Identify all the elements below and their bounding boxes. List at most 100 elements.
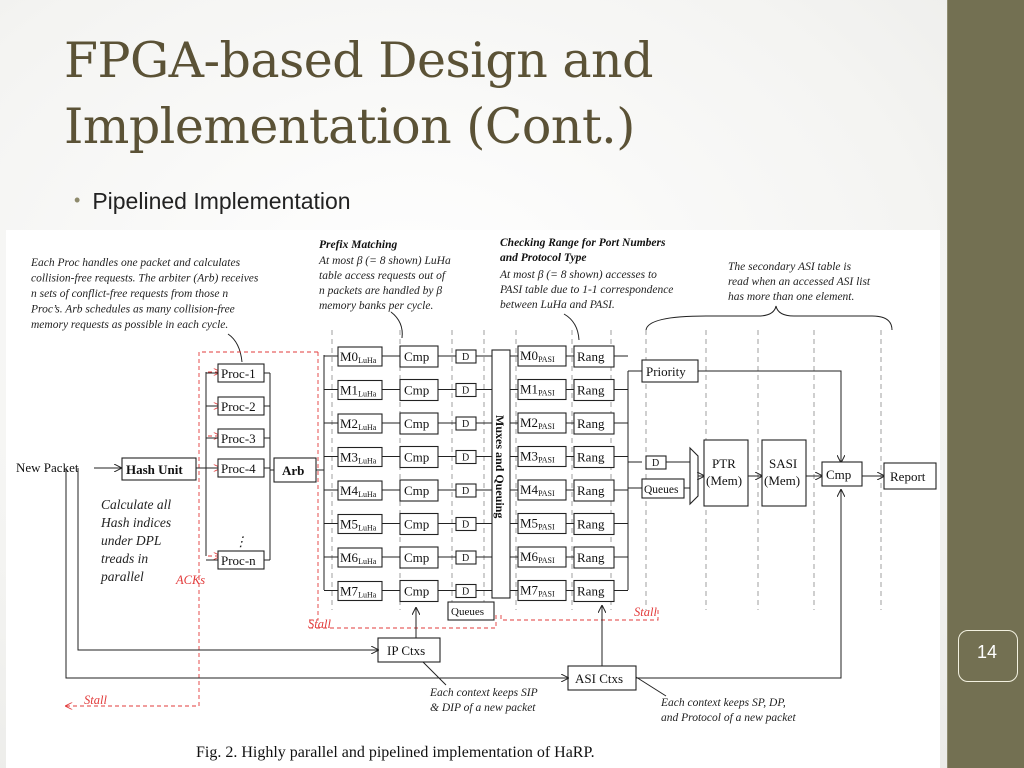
prefix-note-line: n packets are handled by β — [319, 285, 442, 297]
d-register-label: D — [462, 419, 469, 430]
cmp-label: Cmp — [404, 349, 429, 364]
harp-figure: Each Proc handles one packet and calcula… — [6, 230, 940, 768]
cmp-label: Cmp — [404, 550, 429, 565]
range-note-line: PASI table due to 1-1 correspondence — [499, 284, 673, 296]
rang-label: Rang — [577, 450, 605, 465]
ipctx-leader — [420, 659, 447, 686]
arb-box — [273, 457, 317, 483]
proc-note: Each Proc handles one packet and calcula… — [30, 257, 259, 331]
report-label: Report — [890, 469, 926, 484]
bullet-item: • Pipelined Implementation — [74, 188, 351, 215]
d-register-label: D — [462, 587, 469, 598]
sasi-mem-label: (Mem) — [764, 473, 800, 488]
cmp-label: Cmp — [404, 383, 429, 398]
muxes-label: Muxes and Queuing — [493, 415, 507, 518]
luha-subscript: LuHa — [358, 490, 377, 499]
pasi-subscript: PASI — [538, 456, 555, 465]
final-cmp-box — [821, 461, 863, 487]
luha-subscript: LuHa — [358, 390, 377, 399]
range-note-line: between LuHa and PASI. — [500, 299, 615, 311]
ip-ctx-note: Each context keeps SIP & DIP of a new pac… — [429, 687, 538, 714]
luha-subscript: LuHa — [358, 557, 377, 566]
pasi-subscript: PASI — [538, 590, 555, 599]
muxes-box — [491, 349, 511, 599]
cmp-label: Cmp — [404, 483, 429, 498]
arb-label: Arb — [282, 463, 304, 478]
bullet-text: Pipelined Implementation — [92, 188, 351, 214]
proc-label: Proc-n — [221, 553, 256, 568]
d-register-label: D — [462, 352, 469, 363]
queues-bottom-box — [447, 601, 495, 621]
ptr-mem-label: (Mem) — [706, 473, 742, 488]
sasi-mem-box — [761, 439, 807, 507]
acks-label: ACKs — [175, 573, 205, 587]
queues-bottom-label: Queues — [451, 606, 484, 618]
stall-label-3: Stall — [84, 693, 107, 707]
proc-ellipsis: ⋮ — [234, 534, 248, 549]
mux-right — [689, 446, 699, 506]
proc-label: Proc-4 — [221, 461, 256, 476]
cmp-label: Cmp — [404, 584, 429, 599]
range-note-line: At most β (= 8 shown) accesses to — [499, 269, 657, 281]
ipctx-note-line: & DIP of a new packet — [430, 702, 536, 714]
sidebar-divider — [947, 0, 948, 768]
rang-label: Rang — [577, 416, 605, 431]
hash-note-line: treads in — [101, 551, 148, 566]
d-register-label: D — [462, 386, 469, 397]
pasi-subscript: PASI — [538, 489, 555, 498]
hash-unit-box — [121, 457, 197, 481]
hash-note-line: parallel — [100, 569, 144, 584]
pasi-subscript: PASI — [538, 556, 555, 565]
report-box — [883, 462, 937, 490]
rang-label: Rang — [577, 483, 605, 498]
pasi-subscript: PASI — [538, 355, 555, 364]
asi-ctxs-label: ASI Ctxs — [575, 671, 623, 686]
range-title-line: Checking Range for Port Numbers — [500, 237, 666, 249]
d-right-label: D — [652, 458, 659, 469]
final-cmp-label: Cmp — [826, 467, 851, 482]
new-packet-label: New Packet — [16, 460, 79, 475]
sasi-note-line: The secondary ASI table is — [728, 261, 852, 273]
asictx-note-line: Each context keeps SP, DP, — [660, 697, 786, 709]
ipctx-note-line: Each context keeps SIP — [429, 687, 538, 699]
luha-subscript: LuHa — [358, 591, 377, 600]
proc-note-line: Each Proc handles one packet and calcula… — [30, 257, 241, 269]
sasi-brace — [645, 305, 893, 331]
figure-caption: Fig. 2. Highly parallel and pipelined im… — [196, 744, 595, 761]
luha-subscript: LuHa — [358, 524, 377, 533]
ptr-mem-box — [703, 439, 749, 507]
range-note-leader — [563, 313, 580, 341]
page-number-frame — [958, 630, 1018, 682]
hash-note-line: Calculate all — [101, 497, 171, 512]
proc-label: Proc-3 — [221, 431, 256, 446]
queues-right-label: Queues — [644, 484, 679, 496]
proc-note-line: memory requests as possible in each cycl… — [31, 319, 228, 331]
proc-note-line: Proc’s. Arb schedules as many collision-… — [30, 304, 235, 316]
title-line-2: Implementation (Cont.) — [64, 98, 635, 155]
bullet-dot-icon: • — [74, 190, 81, 210]
proc-note-line: n sets of conflict-free requests from th… — [31, 288, 228, 300]
harp-diagram: Each Proc handles one packet and calcula… — [16, 237, 937, 761]
rang-label: Rang — [577, 383, 605, 398]
rang-label: Rang — [577, 517, 605, 532]
asi-ctx-note: Each context keeps SP, DP,and Protocol o… — [660, 697, 796, 724]
ptr-label: PTR — [712, 456, 736, 471]
luha-subscript: LuHa — [358, 423, 377, 432]
proc-note-line: collision-free requests. The arbiter (Ar… — [31, 273, 259, 285]
rang-label: Rang — [577, 550, 605, 565]
luha-subscript: LuHa — [358, 356, 377, 365]
priority-label: Priority — [646, 364, 686, 379]
ip-ctxs-box — [377, 637, 441, 663]
slide-sidebar — [948, 0, 1024, 768]
range-note: At most β (= 8 shown) accesses to PASI ta… — [499, 269, 673, 311]
prefix-note-line: At most β (= 8 shown) LuHa — [318, 255, 451, 267]
pasi-subscript: PASI — [538, 523, 555, 532]
proc-label: Proc-1 — [221, 366, 256, 381]
title-line-1: FPGA-based Design and — [64, 32, 653, 89]
sasi-note-line: read when an accessed ASI list — [728, 276, 871, 288]
